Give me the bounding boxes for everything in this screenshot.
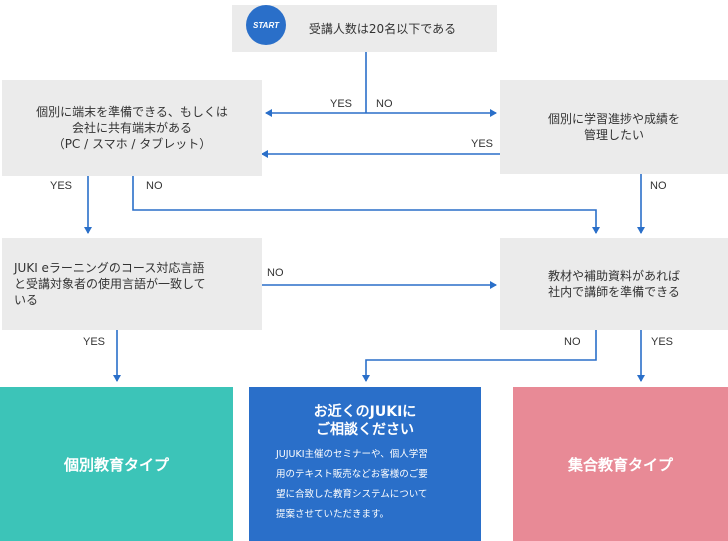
- label-language-no: NO: [267, 267, 284, 279]
- device-question-text: 個別に端末を準備できる、もしくは 会社に共有端末がある （PC / スマホ / …: [36, 105, 228, 151]
- label-progress-yes: YES: [471, 138, 494, 150]
- start-badge-text: START: [253, 20, 279, 30]
- materials-question-text: 教材や補助資料があれば 社内で講師を準備できる: [547, 269, 680, 299]
- outcome-individual-text: 個別教育タイプ: [63, 455, 169, 474]
- connector-materials-no: [362, 330, 597, 382]
- outcome-consult-box: お近くのJUKIに ご相談ください JUJUKI主催のセミナーや、個人学習 用の…: [249, 387, 481, 541]
- start-question-text: 受講人数は20名以下である: [308, 21, 457, 36]
- connector-device-no: [132, 176, 600, 234]
- outcome-group-text: 集合教育タイプ: [567, 455, 673, 474]
- label-device-yes: YES: [50, 180, 73, 192]
- device-question-box: 個別に端末を準備できる、もしくは 会社に共有端末がある （PC / スマホ / …: [2, 80, 262, 176]
- label-materials-yes: YES: [651, 336, 674, 348]
- language-question-box: JUKI eラーニングのコース対応言語 と受講対象者の使用言語が一致して いる: [2, 238, 262, 330]
- progress-question-text: 個別に学習進捗や成績を 管理したい: [547, 112, 680, 142]
- label-device-no: NO: [146, 180, 163, 192]
- language-question-text: JUKI eラーニングのコース対応言語 と受講対象者の使用言語が一致して いる: [14, 261, 206, 307]
- label-progress-no: NO: [650, 180, 667, 192]
- outcome-consult-title: お近くのJUKIに ご相談ください: [313, 404, 417, 438]
- label-language-yes: YES: [83, 336, 106, 348]
- start-badge: START: [246, 5, 286, 45]
- label-materials-no: NO: [564, 336, 581, 348]
- progress-question-box: 個別に学習進捗や成績を 管理したい: [500, 80, 728, 174]
- outcome-group-box: 集合教育タイプ: [513, 387, 728, 541]
- materials-question-box: 教材や補助資料があれば 社内で講師を準備できる: [500, 238, 728, 330]
- outcome-individual-box: 個別教育タイプ: [0, 387, 233, 541]
- outcome-consult-body: JUJUKI主催のセミナーや、個人学習 用のテキスト販売などお客様のご要 望に合…: [276, 449, 428, 520]
- label-start-no: NO: [376, 98, 393, 110]
- label-start-yes: YES: [330, 98, 353, 110]
